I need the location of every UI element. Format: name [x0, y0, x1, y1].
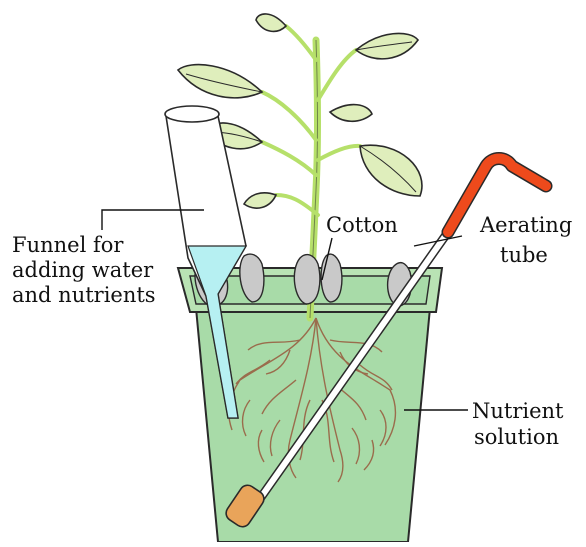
cotton-plug-center2: [321, 254, 342, 302]
label-cotton: Cotton: [326, 213, 398, 237]
leaf: [256, 14, 286, 31]
leaf: [178, 65, 262, 98]
leaf: [244, 193, 276, 208]
label-funnel: Funnel for adding water and nutrients: [12, 233, 160, 307]
label-aerating-tube: Aerating tube: [479, 213, 579, 267]
cotton-plug-center: [294, 255, 319, 304]
leaf: [356, 33, 418, 58]
leaf: [330, 105, 372, 122]
label-nutrient-solution: Nutrient solution: [472, 399, 570, 449]
